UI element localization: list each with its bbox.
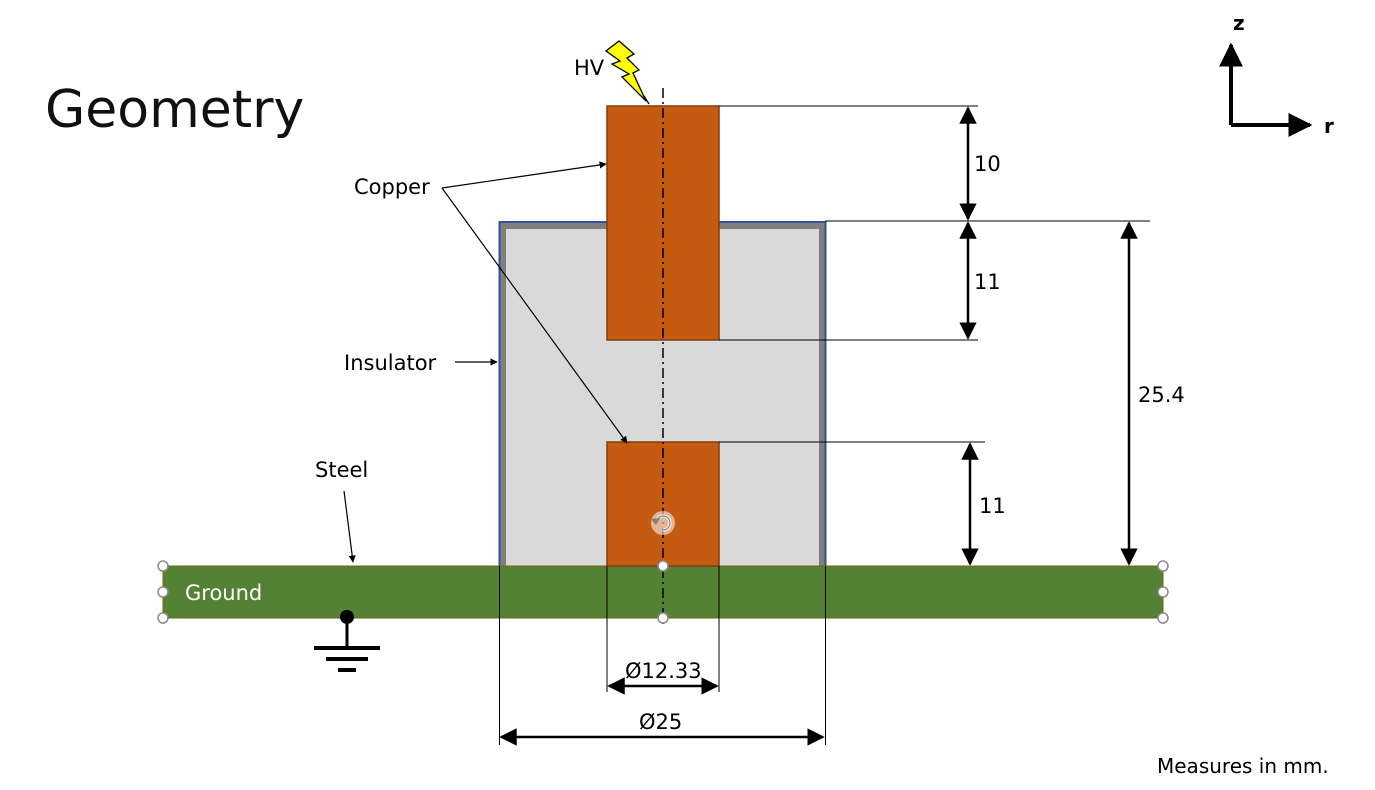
insulator-label: Insulator (344, 351, 437, 375)
dim-bottom-height: 11 (979, 494, 1006, 518)
steel-label: Steel (315, 458, 368, 482)
resize-handle-middle-left[interactable] (157, 586, 169, 598)
hv-label: HV (574, 56, 605, 80)
resize-handle-top-left[interactable] (157, 560, 169, 572)
lightning-bolt-icon (604, 40, 650, 105)
resize-handle-middle-right[interactable] (1157, 586, 1169, 598)
resize-handle-top-right[interactable] (1157, 560, 1169, 572)
z-axis-label: z (1233, 11, 1245, 35)
copper-leader-bottom (441, 187, 628, 444)
r-axis-label: r (1324, 114, 1334, 138)
dim-insulator-diameter: Ø25 (639, 710, 682, 734)
copper-label: Copper (354, 175, 430, 199)
diameter-extension-lines (499, 566, 826, 745)
resize-handle-bottom-left[interactable] (157, 612, 169, 624)
copper-leader-top (441, 161, 607, 189)
coordinate-axes (1219, 42, 1313, 137)
dim-insulator-height: 25.4 (1138, 383, 1185, 407)
ground-symbol-icon (314, 610, 380, 672)
resize-handle-top-center[interactable] (657, 560, 669, 572)
dim-top-embedded: 11 (974, 270, 1001, 294)
resize-handle-bottom-center[interactable] (657, 612, 669, 624)
steel-leader (343, 490, 356, 563)
resize-handle-bottom-right[interactable] (1157, 612, 1169, 624)
ground-label: Ground (185, 581, 262, 605)
height-extension-lines (719, 105, 1150, 443)
page-title: Geometry (45, 80, 304, 140)
units-note: Measures in mm. (1157, 754, 1329, 778)
rotate-handle-icon[interactable] (651, 511, 675, 535)
dim-electrode-diameter: Ø12.33 (625, 659, 702, 683)
dim-top-exposed: 10 (974, 152, 1001, 176)
selection-handles[interactable] (157, 560, 1169, 624)
